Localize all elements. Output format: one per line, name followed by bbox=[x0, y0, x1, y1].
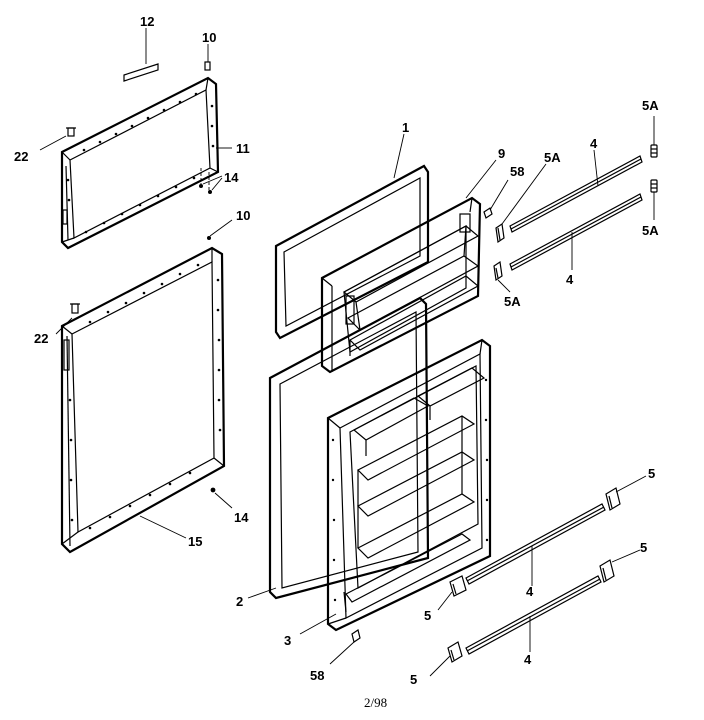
part-4-rail-freezer-lower bbox=[509, 193, 643, 271]
part-1-freezer-gasket bbox=[274, 133, 430, 340]
label-5-upper-right: 5 bbox=[648, 466, 655, 481]
part-10-hinge-pin-lower bbox=[207, 219, 233, 240]
diagram-date-code: 2/98 bbox=[364, 695, 387, 710]
label-11: 11 bbox=[236, 141, 250, 156]
part-9-freezer-liner bbox=[320, 159, 497, 374]
part-4-rail-freezer-upper bbox=[509, 149, 643, 233]
label-58-top: 58 bbox=[510, 164, 524, 179]
label-5A-middle-right: 5A bbox=[642, 223, 659, 238]
label-22-top: 22 bbox=[14, 149, 28, 164]
part-5A-clip-upper-left bbox=[495, 163, 547, 244]
part-58-screw-bottom bbox=[329, 629, 361, 665]
label-10-lower: 10 bbox=[236, 208, 250, 223]
part-5A-clip-upper-right bbox=[650, 116, 658, 158]
label-14-top: 14 bbox=[224, 170, 239, 185]
part-14-screws-top bbox=[199, 168, 223, 194]
label-5-lower-left: 5 bbox=[410, 672, 417, 687]
label-5-middle-left: 5 bbox=[424, 608, 431, 623]
part-4-rail-fresh-lower bbox=[465, 575, 602, 655]
label-15: 15 bbox=[188, 534, 202, 549]
label-4-fresh-lower: 4 bbox=[524, 652, 532, 667]
part-5-clip-lower-left bbox=[429, 641, 463, 677]
label-1: 1 bbox=[402, 120, 409, 135]
part-10-hinge-pin-top bbox=[204, 44, 211, 71]
part-15-fresh-food-door-frame bbox=[60, 246, 226, 554]
label-4-freezer-lower: 4 bbox=[566, 272, 574, 287]
part-5A-clip-middle-right bbox=[650, 179, 658, 220]
part-4-rail-fresh-upper bbox=[465, 503, 606, 586]
label-22-lower: 22 bbox=[34, 331, 48, 346]
part-2-fresh-food-gasket bbox=[247, 296, 430, 600]
part-5-clip-upper-right bbox=[605, 475, 647, 511]
label-5A-upper-left: 5A bbox=[544, 150, 561, 165]
part-5A-clip-lower-left bbox=[493, 260, 511, 293]
part-14-screw-lower bbox=[210, 487, 233, 509]
part-22-screw-lower bbox=[55, 303, 80, 335]
label-12: 12 bbox=[140, 14, 154, 29]
label-5-lower-right: 5 bbox=[640, 540, 647, 555]
part-3-fresh-food-liner bbox=[299, 338, 492, 635]
label-10-top: 10 bbox=[202, 30, 216, 45]
label-4-freezer-upper: 4 bbox=[590, 136, 598, 151]
part-22-screw-top bbox=[39, 127, 76, 151]
part-58-screw-top bbox=[483, 179, 509, 219]
label-58-bottom: 58 bbox=[310, 668, 324, 683]
label-2: 2 bbox=[236, 594, 243, 609]
part-11-freezer-door-frame bbox=[60, 76, 232, 250]
label-9: 9 bbox=[498, 146, 505, 161]
label-3: 3 bbox=[284, 633, 291, 648]
label-4-fresh-upper: 4 bbox=[526, 584, 534, 599]
label-14-lower: 14 bbox=[234, 510, 249, 525]
label-5A-upper-right: 5A bbox=[642, 98, 659, 113]
part-5-clip-middle-left bbox=[437, 575, 467, 611]
label-5A-lower-left: 5A bbox=[504, 294, 521, 309]
part-5-clip-lower-right bbox=[599, 549, 641, 583]
part-12-nameplate bbox=[123, 28, 159, 82]
